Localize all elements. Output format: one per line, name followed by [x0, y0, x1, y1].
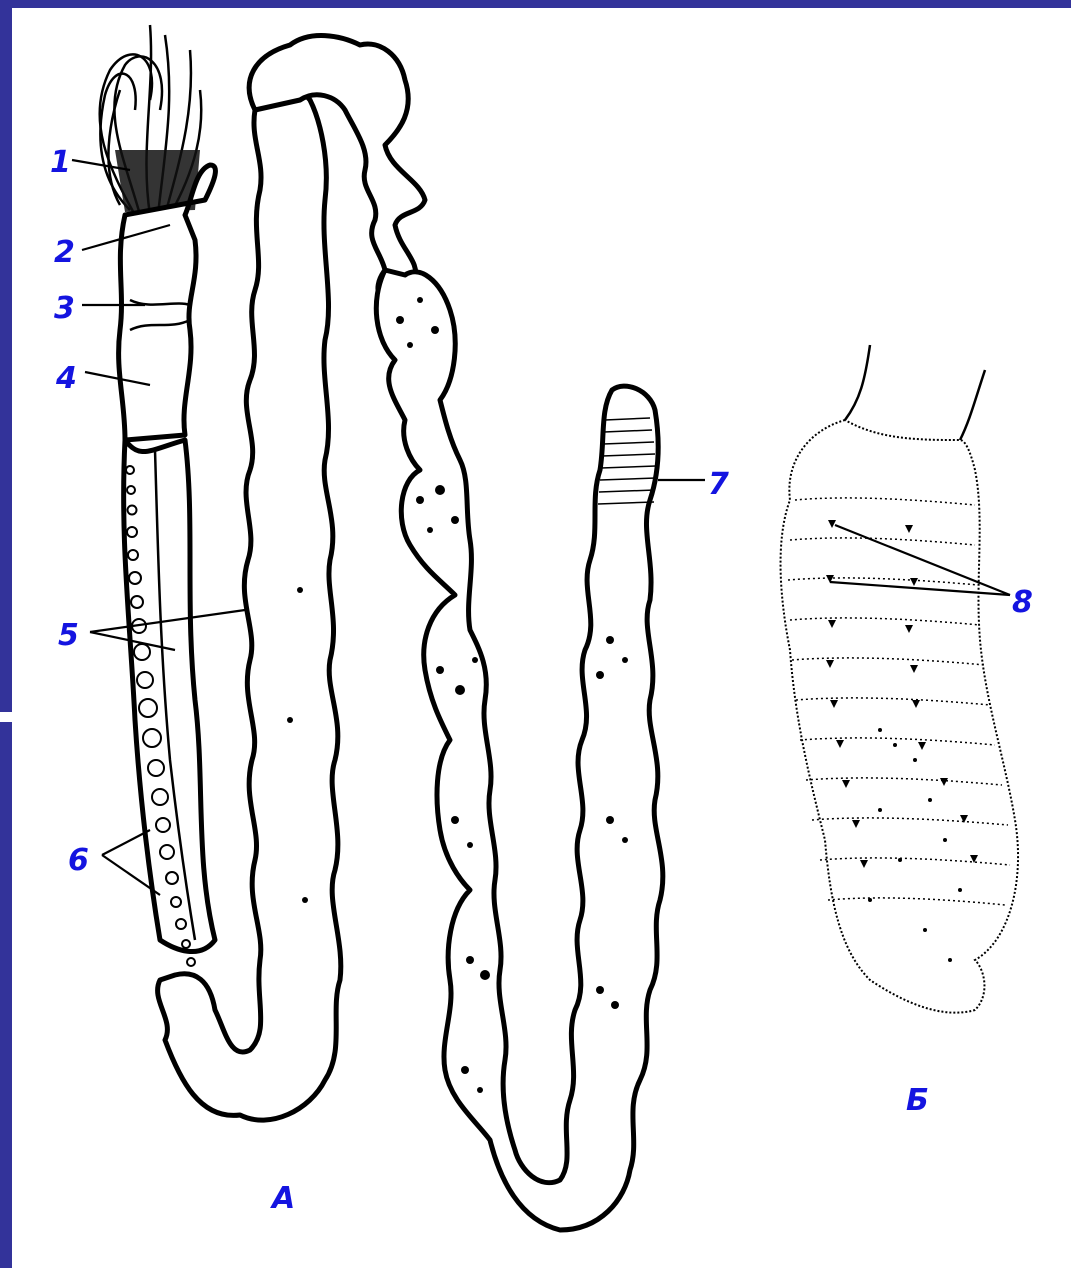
label-3: 3: [54, 291, 75, 326]
body-middle-segments: [376, 270, 663, 1230]
label-7: 7: [708, 467, 729, 502]
label-1: 1: [50, 145, 71, 180]
head-tentacles: [100, 25, 202, 215]
label-4: 4: [55, 361, 77, 396]
label-8: 8: [1012, 585, 1033, 620]
body-anterior: [119, 165, 216, 952]
label-5: 5: [58, 618, 79, 653]
caption-a: А: [270, 1181, 295, 1216]
caption-b: Б: [906, 1083, 929, 1118]
figure-b-segment: [781, 345, 1019, 1013]
label-2: 2: [54, 235, 75, 270]
label-6: 6: [68, 843, 89, 878]
